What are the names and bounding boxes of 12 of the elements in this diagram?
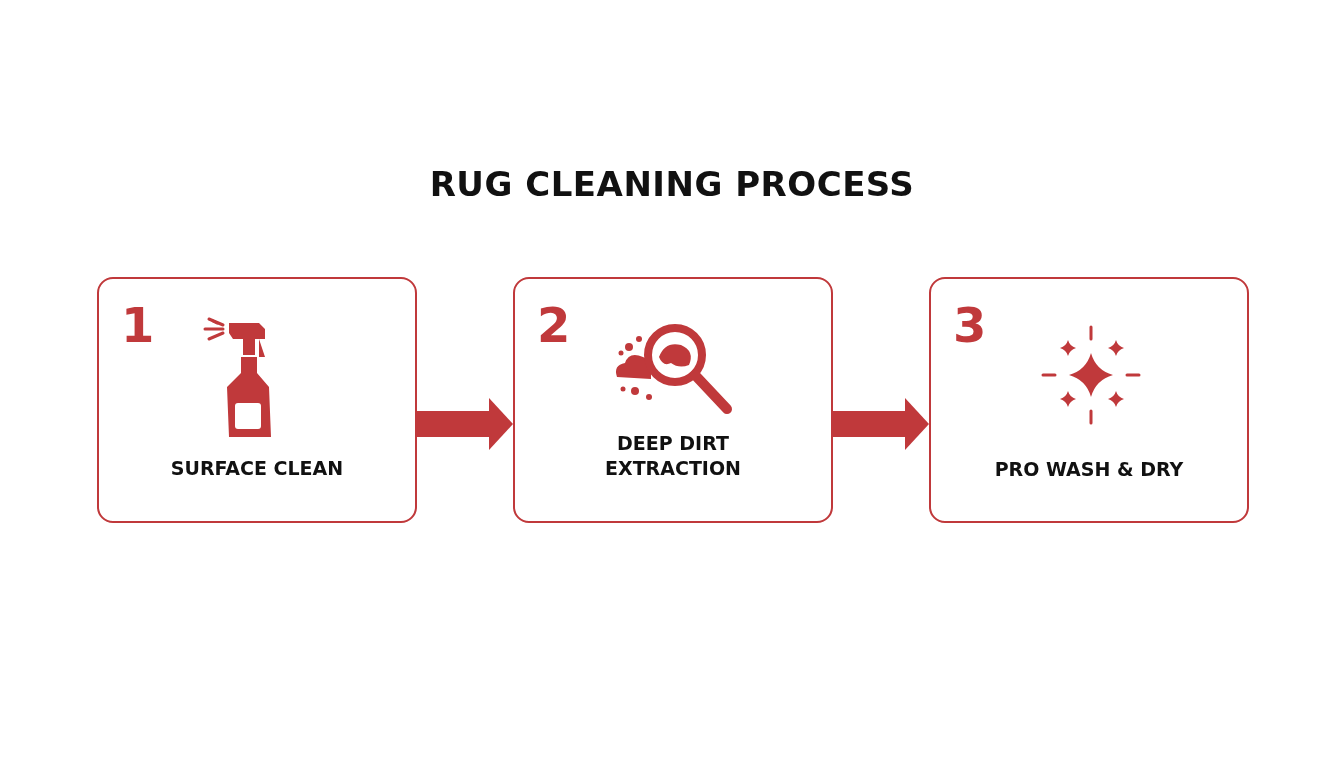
step-number: 3: [953, 301, 987, 349]
diagram-title: RUG CLEANING PROCESS: [428, 164, 916, 204]
step-label: DEEP DIRT EXTRACTION: [604, 431, 742, 481]
step-card: [929, 277, 1249, 523]
step-card: [513, 277, 833, 523]
block-arrow: [417, 398, 513, 450]
block-arrow: [833, 398, 929, 450]
step-card: [97, 277, 417, 523]
step-label: SURFACE CLEAN: [169, 456, 345, 481]
step-number: 2: [537, 301, 571, 349]
step-number: 1: [121, 301, 155, 349]
step-label: PRO WASH & DRY: [993, 457, 1185, 482]
